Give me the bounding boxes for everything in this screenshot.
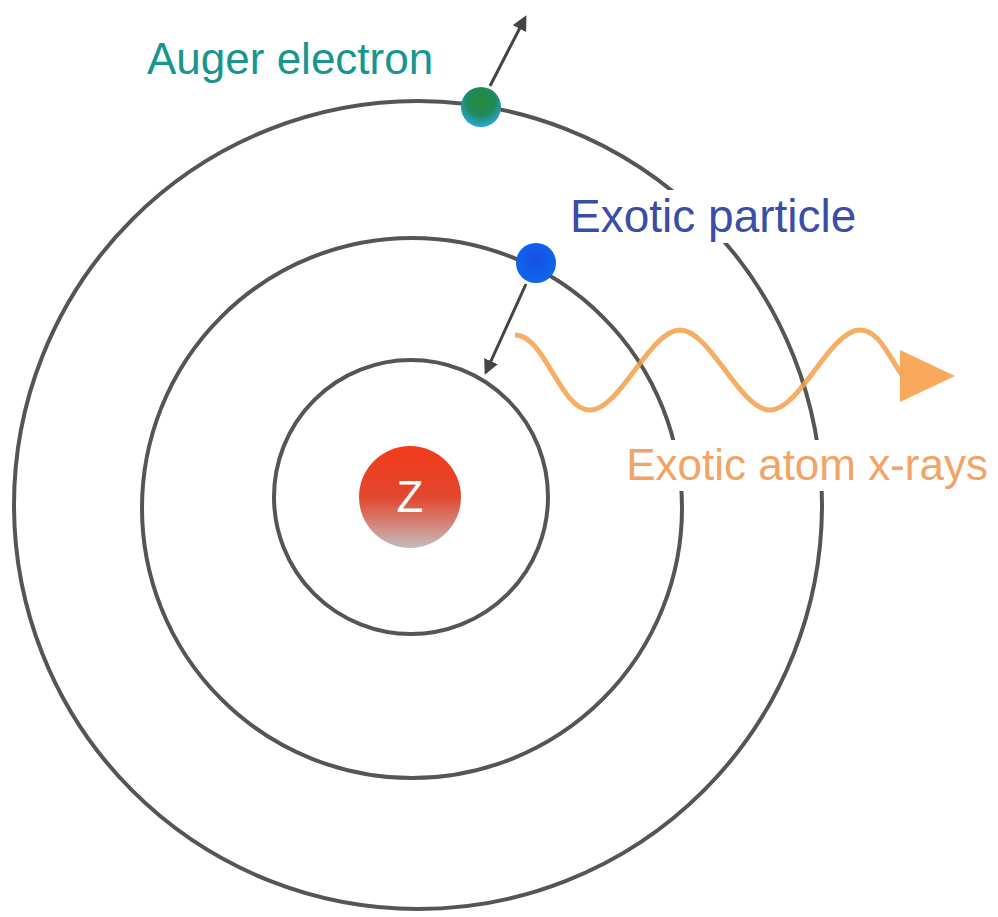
auger-arrow	[490, 18, 525, 86]
nucleus-circle: Z	[358, 445, 462, 549]
middle-orbit	[142, 238, 682, 778]
exotic-particle-dot	[516, 243, 556, 283]
auger-electron-dot	[461, 87, 501, 127]
nucleus-label: Z	[397, 475, 424, 519]
nucleus-disc	[359, 446, 461, 548]
xray-label: Exotic atom x-rays	[622, 440, 992, 491]
transition-arrow	[486, 284, 526, 372]
auger-label: Auger electron	[143, 34, 437, 85]
inner-orbit	[274, 360, 548, 634]
exotic-particle-label: Exotic particle	[566, 190, 860, 243]
xray-wave	[515, 330, 903, 410]
xray-arrow-head	[900, 350, 955, 402]
